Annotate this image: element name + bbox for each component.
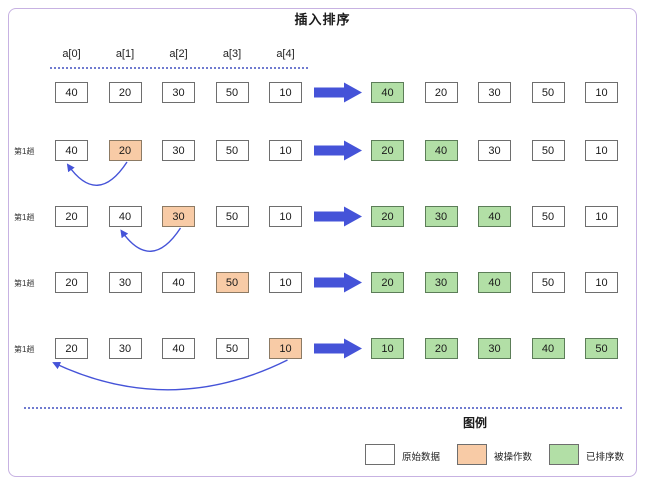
legend-swatch-operated [457, 444, 487, 465]
legend-divider-dotted-line [24, 407, 622, 409]
value-box: 30 [162, 140, 195, 161]
value-box: 50 [531, 206, 565, 227]
value-box: 50 [215, 206, 249, 227]
value-box: 10 [269, 82, 302, 103]
legend-item-label-original: 原始数据 [402, 452, 441, 463]
value-box: 40 [371, 82, 404, 103]
value-box: 10 [269, 338, 302, 359]
legend-item-label-operated: 被操作数 [494, 452, 533, 463]
value-box: 40 [478, 206, 511, 227]
value-box: 10 [585, 82, 618, 103]
pass-label: 第1趟 [14, 213, 35, 222]
value-box: 50 [215, 338, 249, 359]
pass-label: 第1趟 [14, 147, 35, 156]
value-box: 40 [424, 140, 458, 161]
value-box: 20 [424, 82, 458, 103]
value-box: 50 [585, 338, 618, 359]
value-box: 20 [55, 272, 88, 293]
value-box: 10 [269, 206, 302, 227]
value-box: 40 [55, 82, 88, 103]
value-box: 10 [269, 140, 302, 161]
value-box: 30 [162, 82, 195, 103]
value-box: 50 [531, 82, 565, 103]
value-box: 30 [108, 272, 142, 293]
value-box: 50 [215, 140, 249, 161]
array-index-label: a[3] [222, 48, 242, 60]
value-box: 30 [478, 82, 511, 103]
value-box: 20 [108, 140, 142, 161]
value-box: 20 [55, 338, 88, 359]
value-box: 30 [478, 338, 511, 359]
value-box: 40 [55, 140, 88, 161]
value-box: 40 [478, 272, 511, 293]
legend-item-label-sorted: 已排序数 [586, 452, 625, 463]
value-box: 20 [371, 272, 404, 293]
pass-label: 第1趟 [14, 345, 35, 354]
value-box: 40 [531, 338, 565, 359]
value-box: 10 [585, 140, 618, 161]
value-box: 10 [585, 206, 618, 227]
diagram-title: 插入排序 [294, 12, 351, 27]
header-dotted-line [50, 67, 308, 69]
legend-title: 图例 [462, 416, 487, 430]
value-box: 20 [55, 206, 88, 227]
value-box: 50 [531, 140, 565, 161]
value-box: 30 [108, 338, 142, 359]
value-box: 40 [108, 206, 142, 227]
array-index-label: a[0] [62, 48, 81, 60]
legend-swatch-original [365, 444, 395, 465]
value-box: 10 [269, 272, 302, 293]
legend-swatch-sorted [549, 444, 579, 465]
value-box: 20 [371, 140, 404, 161]
value-box: 50 [215, 82, 249, 103]
array-index-label: a[4] [276, 48, 295, 60]
value-box: 30 [424, 206, 458, 227]
value-box: 10 [371, 338, 404, 359]
value-box: 50 [215, 272, 249, 293]
value-box: 30 [162, 206, 195, 227]
value-box: 20 [371, 206, 404, 227]
value-box: 30 [424, 272, 458, 293]
array-index-label: a[1] [115, 48, 135, 60]
value-box: 10 [585, 272, 618, 293]
array-index-label: a[2] [169, 48, 188, 60]
value-box: 40 [162, 338, 195, 359]
value-box: 20 [424, 338, 458, 359]
value-box: 20 [108, 82, 142, 103]
value-box: 40 [162, 272, 195, 293]
pass-label: 第1趟 [14, 279, 35, 288]
value-box: 30 [478, 140, 511, 161]
value-box: 50 [531, 272, 565, 293]
